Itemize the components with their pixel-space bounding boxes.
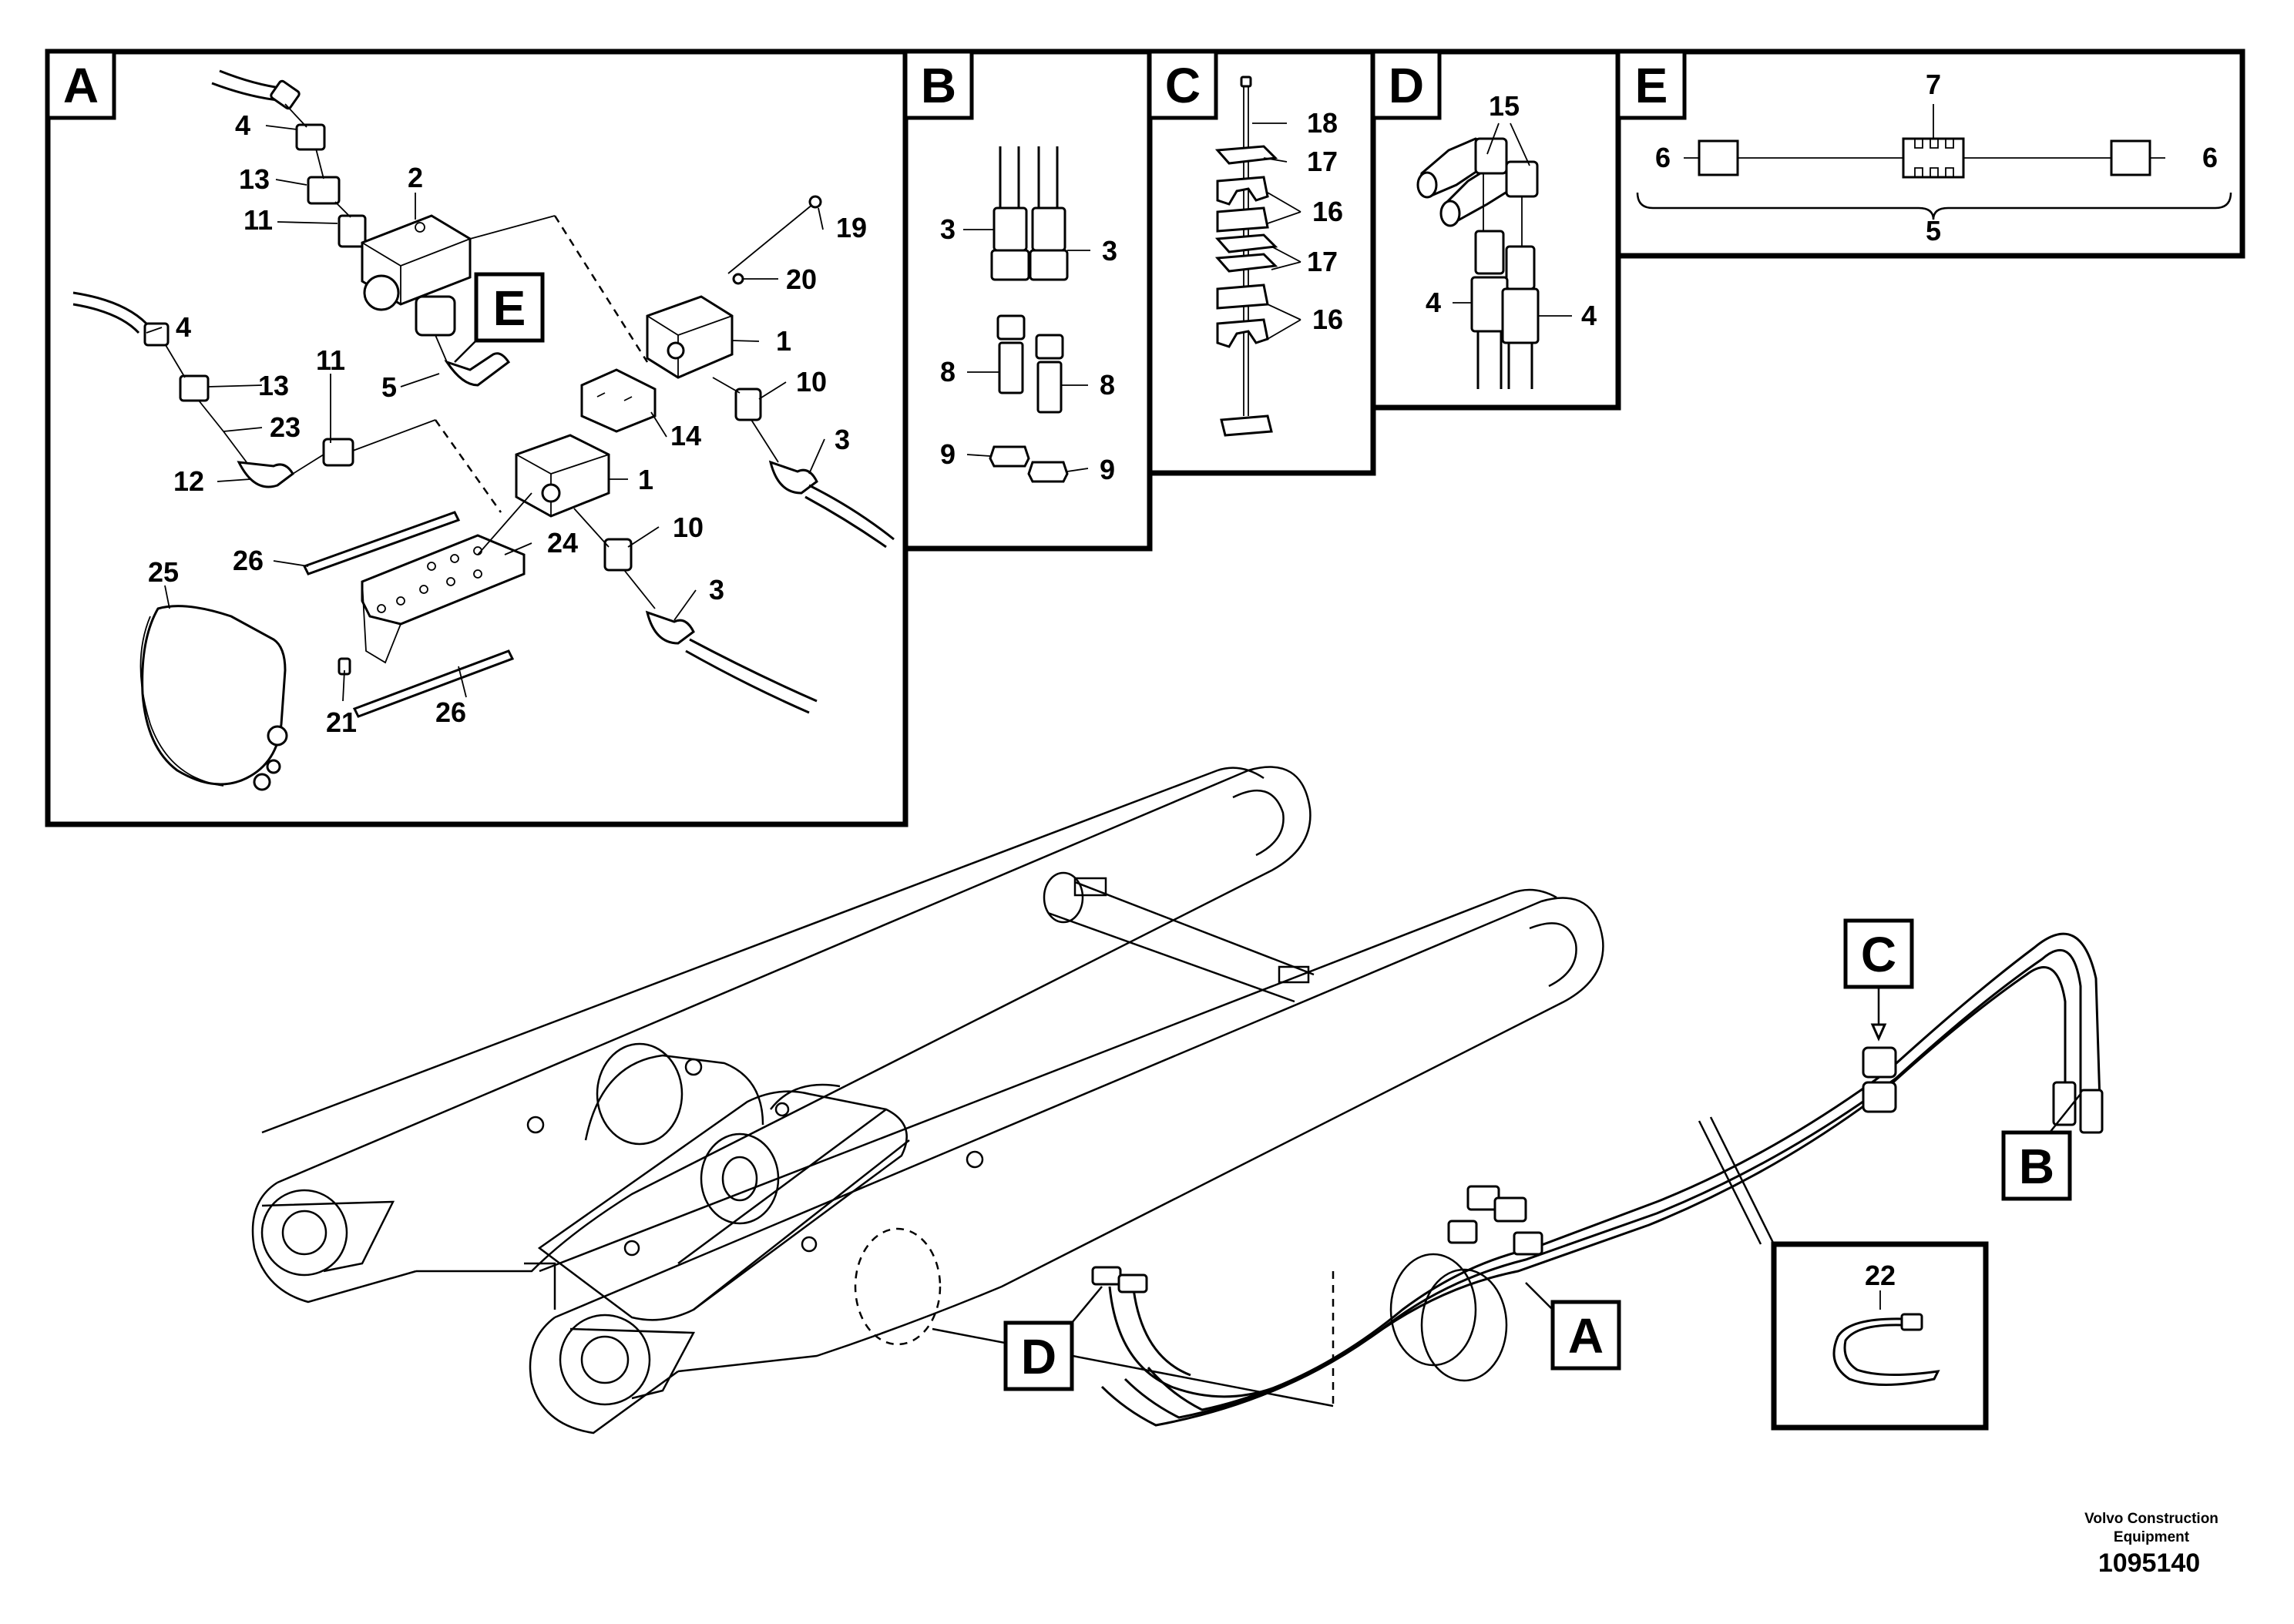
callout-21: 21 <box>326 706 357 738</box>
location-tag-b: B <box>2019 1139 2054 1194</box>
callout-4d: 4 <box>1581 300 1597 331</box>
callout-15: 15 <box>1489 90 1520 122</box>
panel-d: D 15 4 4 <box>1370 49 1621 411</box>
panel-d-tag: D <box>1389 58 1424 113</box>
panel-a-tag: A <box>63 58 99 113</box>
callout-11b: 11 <box>316 344 345 376</box>
callout-7: 7 <box>1926 69 1941 100</box>
callout-3b: 3 <box>709 574 724 606</box>
callout-4: 4 <box>235 109 250 141</box>
callout-4b: 4 <box>176 311 191 343</box>
location-tag-d: D <box>1021 1329 1056 1384</box>
location-tag-a: A <box>1568 1308 1604 1364</box>
callout-5b: 5 <box>1926 215 1941 247</box>
hose-routing <box>932 932 2104 1427</box>
callout-23: 23 <box>270 411 301 443</box>
callout-2: 2 <box>408 162 423 193</box>
callout-19: 19 <box>836 212 867 243</box>
brand-caption: Volvo Construction Equipment <box>2051 1510 2252 1547</box>
panel-e-tag: E <box>1635 58 1668 113</box>
panel-c-tag: C <box>1165 58 1201 113</box>
callout-17b: 17 <box>1307 246 1338 277</box>
callout-3: 3 <box>835 424 850 455</box>
panel-b-tag: B <box>921 58 956 113</box>
callout-3d: 3 <box>1102 235 1117 267</box>
callout-26b: 26 <box>435 696 466 728</box>
brand-line-1: Volvo Construction <box>2084 1511 2218 1527</box>
callout-4c: 4 <box>1426 287 1441 318</box>
callout-22: 22 <box>1865 1260 1896 1291</box>
callout-26: 26 <box>233 545 264 576</box>
callout-6: 6 <box>1655 142 1671 173</box>
detail-e-callout: E <box>454 272 545 363</box>
callout-20: 20 <box>786 263 817 295</box>
location-tags: C B A D <box>1003 918 2081 1391</box>
callout-24: 24 <box>547 527 578 559</box>
callout-3c: 3 <box>940 213 956 245</box>
callout-11: 11 <box>244 204 273 236</box>
drawing-number: 1095140 <box>2098 1549 2201 1578</box>
callout-9: 9 <box>940 438 956 470</box>
callout-16: 16 <box>1312 196 1343 227</box>
callout-13: 13 <box>239 163 270 195</box>
callout-10: 10 <box>796 366 827 398</box>
boom-arm-illustration <box>251 766 1604 1434</box>
callout-13b: 13 <box>258 370 289 401</box>
panel-e: E 7 6 6 5 <box>1615 49 2245 259</box>
detail-22: 22 <box>1698 1116 1989 1431</box>
callout-14: 14 <box>670 420 701 451</box>
callout-12: 12 <box>173 465 204 497</box>
panel-a-callouts: 4 13 11 2 19 20 1 10 3 4 13 23 12 11 5 1… <box>148 109 867 738</box>
brand-line-2: Equipment <box>2113 1529 2190 1545</box>
callout-17: 17 <box>1307 146 1338 177</box>
callout-25: 25 <box>148 556 179 588</box>
callout-8b: 8 <box>1100 369 1115 401</box>
callout-9b: 9 <box>1100 454 1115 485</box>
panel-a: A <box>45 49 909 827</box>
callout-10b: 10 <box>673 512 704 543</box>
callout-5: 5 <box>381 371 397 403</box>
callout-6b: 6 <box>2202 142 2218 173</box>
panel-c: C 18 17 16 17 16 <box>1147 49 1376 476</box>
location-tag-c: C <box>1861 927 1896 982</box>
callout-1b: 1 <box>638 464 653 495</box>
panel-b: B 3 3 8 8 9 9 <box>902 49 1153 552</box>
callout-8: 8 <box>940 356 956 388</box>
callout-16b: 16 <box>1312 304 1343 335</box>
callout-18: 18 <box>1307 107 1338 139</box>
detail-e-tag: E <box>493 280 526 336</box>
callout-1: 1 <box>776 325 791 357</box>
